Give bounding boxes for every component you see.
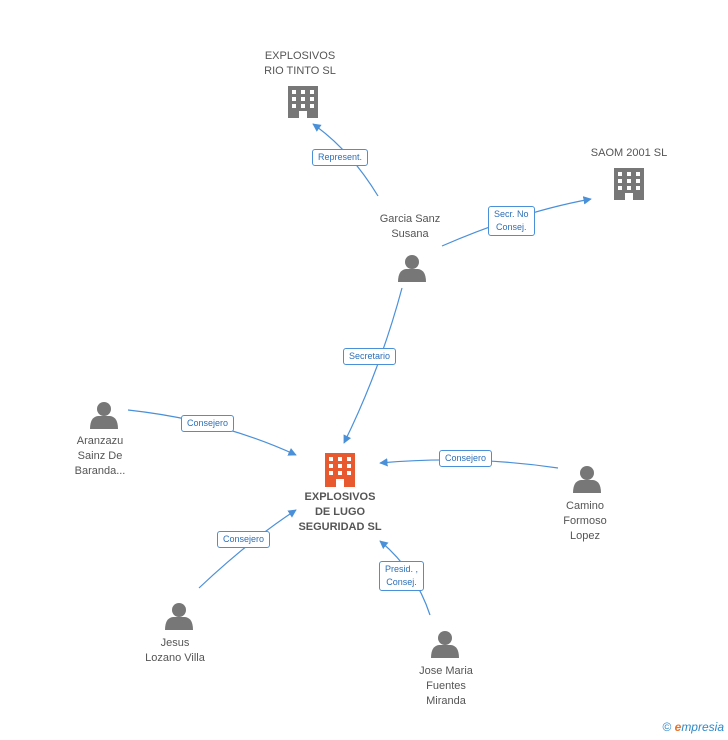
edge-label-consejero-jesus: Consejero xyxy=(217,531,271,548)
copyright-symbol: © xyxy=(662,720,672,734)
edge-label-presid-consej: Presid. , Consej. xyxy=(379,561,425,591)
node-label-jose[interactable]: Jose Maria Fuentes Miranda xyxy=(419,665,473,707)
person-icon[interactable] xyxy=(165,603,193,630)
edge-label-consejero-aranzazu: Consejero xyxy=(181,415,235,432)
person-icon[interactable] xyxy=(573,466,601,493)
brand-e: e xyxy=(674,720,682,734)
main-building-icon[interactable] xyxy=(325,453,355,487)
edge-label-secretario: Secretario xyxy=(343,348,397,365)
building-icon[interactable] xyxy=(614,168,644,200)
edge-garcia-main xyxy=(343,287,403,444)
edge-label-consejero-camino: Consejero xyxy=(439,450,493,467)
node-label-jesus[interactable]: Jesus Lozano Villa xyxy=(145,637,205,664)
node-label-garcia[interactable]: Garcia Sanz Susana xyxy=(379,213,441,240)
node-label-camino[interactable]: Camino Formoso Lopez xyxy=(563,500,607,542)
empresia-footer: © empresia xyxy=(662,720,724,734)
node-label-rio-tinto[interactable]: EXPLOSIVOS RIO TINTO SL xyxy=(264,50,336,77)
person-icon[interactable] xyxy=(398,255,426,282)
node-label-saom[interactable]: SAOM 2001 SL xyxy=(590,147,668,159)
edge-label-secr-no-consej: Secr. No Consej. xyxy=(488,206,535,236)
node-label-aranzazu[interactable]: Aranzazu Sainz De Baranda... xyxy=(74,435,126,477)
edge-label-represent: Represent. xyxy=(312,149,369,166)
person-icon[interactable] xyxy=(431,631,459,658)
building-icon[interactable] xyxy=(288,86,318,118)
person-icon[interactable] xyxy=(90,402,118,429)
brand-rest: mpresia xyxy=(681,720,724,734)
node-label-main-company[interactable]: EXPLOSIVOS DE LUGO SEGURIDAD SL xyxy=(298,491,382,533)
